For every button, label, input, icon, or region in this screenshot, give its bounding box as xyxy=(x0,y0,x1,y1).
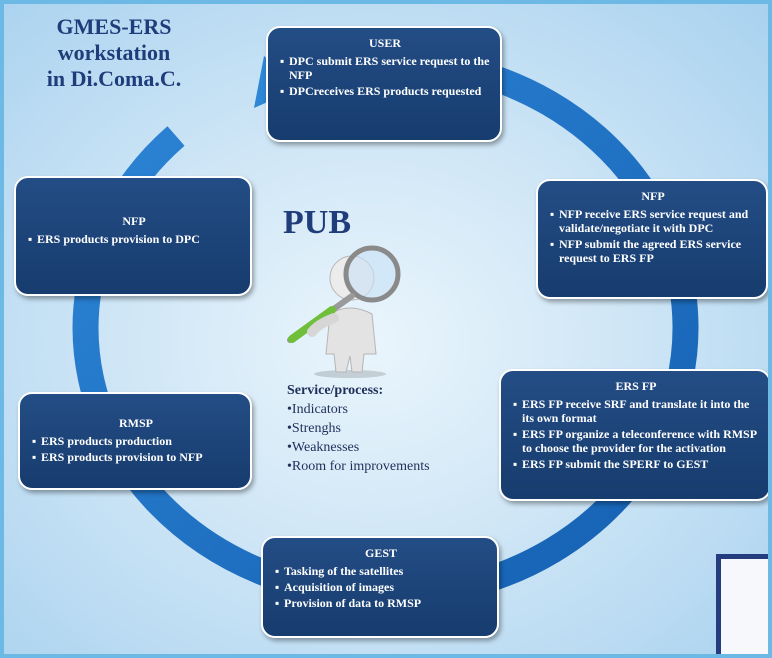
workstation-line: workstation xyxy=(57,40,171,65)
service-item: Weaknesses xyxy=(287,438,430,457)
box-item: Acquisition of images xyxy=(275,580,487,594)
service-item: Room for improvements xyxy=(287,457,430,476)
box-title: NFP xyxy=(122,214,146,228)
service-process-list: Service/process: Indicators Strenghs Wea… xyxy=(287,381,430,476)
box-item: NFP submit the agreed ERS service reques… xyxy=(550,237,756,265)
box-item: ERS FP submit the SPERF to GEST xyxy=(513,457,759,471)
service-item: Indicators xyxy=(287,400,430,419)
ers-fp-box: ERS FP ERS FP receive SRF and translate … xyxy=(499,369,768,501)
nfp-left-box: NFP ERS products provision to DPC xyxy=(14,176,252,296)
box-item: NFP receive ERS service request and vali… xyxy=(550,207,756,235)
box-item: ERS products provision to NFP xyxy=(32,450,240,464)
box-item: ERS products provision to DPC xyxy=(28,232,240,246)
workstation-line: GMES-ERS xyxy=(56,14,172,39)
service-title: Service/process: xyxy=(287,383,384,398)
box-title: RMSP xyxy=(119,416,153,430)
box-item: ERS FP receive SRF and translate it into… xyxy=(513,397,759,425)
box-item: DPC submit ERS service request to the NF… xyxy=(280,54,490,82)
box-title: ERS FP xyxy=(615,379,657,393)
magnifier-person-icon xyxy=(287,245,401,378)
cycle-arrow-body xyxy=(72,46,699,609)
box-item: ERS FP organize a teleconference with RM… xyxy=(513,427,759,455)
service-item: Strenghs xyxy=(287,419,430,438)
corner-frame xyxy=(716,554,768,654)
pub-label: PUB xyxy=(283,204,351,241)
box-item: DPCreceives ERS products requested xyxy=(280,84,490,98)
rmsp-box: RMSP ERS products production ERS product… xyxy=(18,392,252,490)
nfp-right-box: NFP NFP receive ERS service request and … xyxy=(536,179,768,299)
box-item: Tasking of the satellites xyxy=(275,564,487,578)
box-title: GEST xyxy=(364,546,397,560)
workstation-line: in Di.Coma.C. xyxy=(46,66,182,91)
box-title: NFP xyxy=(641,189,665,203)
workstation-title: GMES-ERS workstation in Di.Coma.C. xyxy=(24,14,204,92)
box-title: USER xyxy=(368,36,401,50)
gest-box: GEST Tasking of the satellites Acquisiti… xyxy=(261,536,499,638)
user-box: USER DPC submit ERS service request to t… xyxy=(266,26,502,142)
box-item: Provision of data to RMSP xyxy=(275,596,487,610)
box-item: ERS products production xyxy=(32,434,240,448)
